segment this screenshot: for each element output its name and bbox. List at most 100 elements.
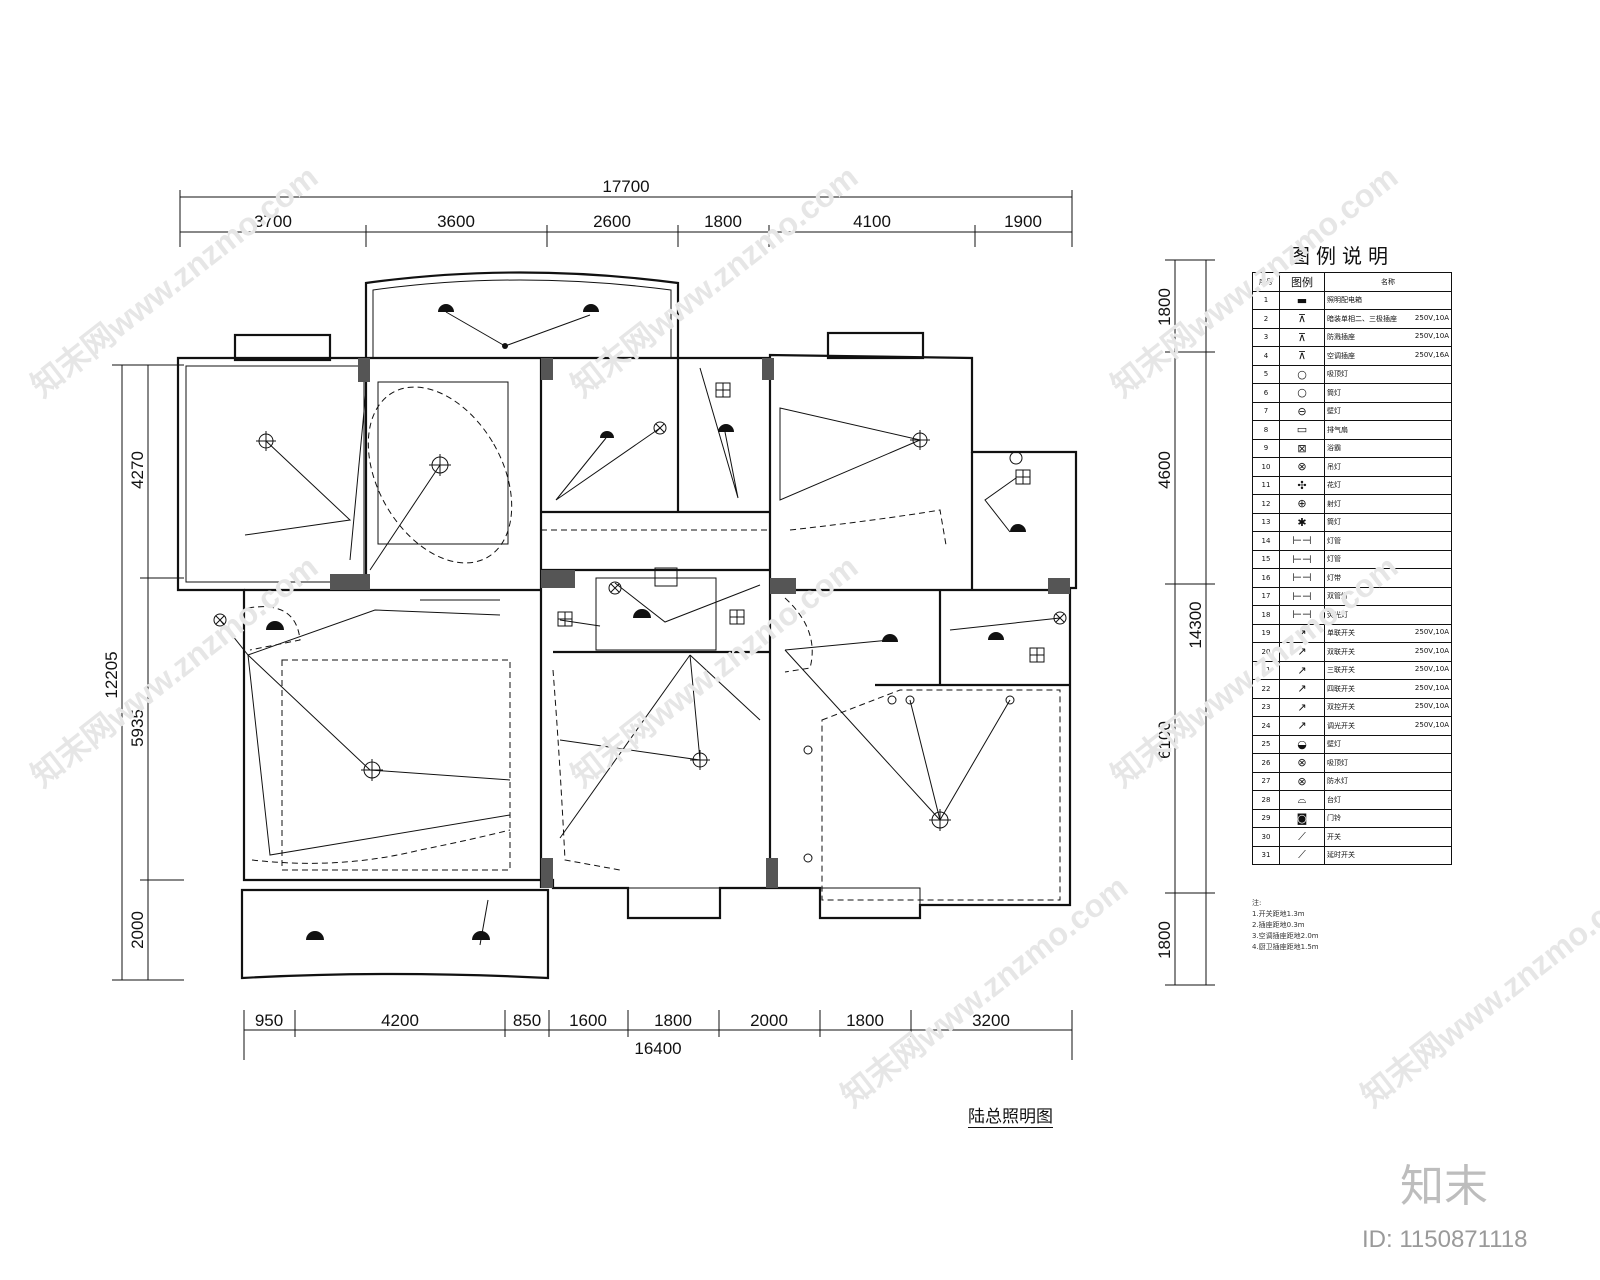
legend-row-name-text: 延时开关 [1327, 851, 1355, 860]
ceiling-outlines [247, 381, 1061, 901]
dim-right-seg-3: 6100 [1155, 721, 1174, 759]
legend-row-name-text: 吊灯 [1327, 462, 1341, 471]
downlight-icon [1005, 695, 1015, 705]
legend-row-num: 4 [1252, 346, 1280, 366]
pendant-lamp-icon [213, 613, 227, 627]
wall-lamp-icon [583, 304, 599, 312]
legend-note: 3.空调插座距地2.0m [1252, 932, 1319, 940]
dim-right-seg-1: 1800 [1155, 288, 1174, 326]
legend-row-symbol-icon: ⊼ [1279, 309, 1325, 329]
legend-row-spec: 250V,10A [1414, 646, 1449, 655]
legend-row-num: 23 [1252, 697, 1280, 717]
legend-row-name-text: 防水灯 [1327, 777, 1348, 786]
legend-row-symbol-icon: ⊖ [1279, 401, 1325, 421]
legend-row-symbol-icon: ⊼ [1279, 346, 1325, 366]
dim-top-seg-3: 2600 [593, 212, 631, 231]
legend-row-name-text: 灯管 [1327, 536, 1341, 545]
legend-row-num: 3 [1252, 327, 1280, 347]
legend-row-spec: 250V,10A [1414, 683, 1449, 692]
legend-row-num: 17 [1252, 586, 1280, 606]
dim-top-total: 17700 [602, 177, 649, 196]
legend-row-name-text: 调光开关 [1327, 721, 1355, 730]
legend-row-num: 31 [1252, 845, 1280, 865]
legend-row-symbol-icon: ⊠ [1279, 438, 1325, 458]
legend-row-symbol-icon: ⊕ [1279, 494, 1325, 514]
legend-row-name: 防水灯 [1324, 771, 1452, 791]
dim-top-seg-5: 4100 [853, 212, 891, 231]
pendant-lamp-icon [653, 421, 667, 435]
legend-row-num: 14 [1252, 531, 1280, 551]
wall-lamp-icon [718, 424, 734, 432]
legend-row-num: 16 [1252, 568, 1280, 588]
legend-row-name: 灯管 [1324, 531, 1452, 551]
legend-row-symbol-icon: ⊢⊣ [1279, 568, 1325, 588]
legend-row-name: 门铃 [1324, 808, 1452, 828]
legend-row-name-text: 双管灯 [1327, 592, 1348, 601]
legend-row-symbol-icon: ⊢⊣ [1279, 549, 1325, 569]
image-id-label: ID: 1150871118 [1362, 1226, 1528, 1253]
legend-row-name-text: 照明配电箱 [1327, 296, 1362, 305]
legend-row-name: 延时开关 [1324, 845, 1452, 865]
legend-row: 12⊕射灯 [1252, 494, 1452, 514]
legend-row: 28⌓台灯 [1252, 790, 1452, 810]
wall-lamp-icon [633, 609, 651, 618]
legend-row-name-text: 防溅插座 [1327, 333, 1355, 342]
dim-bottom-seg-6: 2000 [750, 1011, 788, 1030]
chandelier-icon [361, 759, 383, 781]
legend-row-num: 7 [1252, 401, 1280, 421]
wall-lamp-icon [306, 931, 324, 940]
legend-row-num: 6 [1252, 383, 1280, 403]
legend-row-symbol-icon: ▬ [1279, 290, 1325, 310]
legend-row-num: 5 [1252, 364, 1280, 384]
legend-row-symbol-icon: ◒ [1279, 734, 1325, 754]
legend-row: 8▭排气扇 [1252, 420, 1452, 440]
legend-header-row: 序号 图例 名称 [1252, 272, 1452, 292]
legend-row: 26⊗吸顶灯 [1252, 753, 1452, 773]
downlight-icon [803, 745, 813, 755]
drawing-title: 陆总照明图 [968, 1102, 1053, 1128]
legend-row-num: 25 [1252, 734, 1280, 754]
legend-row-symbol-icon: ↗ [1279, 697, 1325, 717]
dim-left-seg-3: 2000 [128, 911, 147, 949]
legend-row: 16⊢⊣灯带 [1252, 568, 1452, 588]
legend-row-symbol-icon: ○ [1279, 364, 1325, 384]
legend-row-name: 筒灯 [1324, 512, 1452, 532]
legend-note: 注: [1252, 899, 1262, 907]
legend-row-symbol-icon: ↗ [1279, 679, 1325, 699]
legend-row-name-text: 荧光灯 [1327, 610, 1348, 619]
legend-note: 4.厨卫插座距地1.5m [1252, 943, 1319, 951]
dim-bottom-seg-7: 1800 [846, 1011, 884, 1030]
wiring-lines [219, 311, 1061, 946]
pendant-lamp-icon [1009, 451, 1023, 465]
legend-row-name-text: 筒灯 [1327, 518, 1341, 527]
legend-row-num: 9 [1252, 438, 1280, 458]
legend-row: 11✣花灯 [1252, 475, 1452, 495]
legend-row: 31⟋延时开关 [1252, 845, 1452, 865]
dim-right-total: 14300 [1186, 601, 1205, 648]
wall-lamp-icon [988, 632, 1004, 640]
legend-row-num: 2 [1252, 309, 1280, 329]
legend-row-name-text: 吸顶灯 [1327, 758, 1348, 767]
legend-note: 2.插座距地0.3m [1252, 921, 1305, 929]
legend-row: 13✱筒灯 [1252, 512, 1452, 532]
pendant-lamp-icon [608, 581, 622, 595]
legend-row-spec: 250V,10A [1414, 332, 1449, 341]
legend-row-name-text: 空调插座 [1327, 351, 1355, 360]
legend-note: 1.开关距地1.3m [1252, 910, 1305, 918]
legend-row: 7⊖壁灯 [1252, 401, 1452, 421]
dim-bottom-seg-2: 4200 [381, 1011, 419, 1030]
wall-lamp-icon [472, 931, 490, 940]
legend-row-name: 防溅插座 250V,10A [1324, 327, 1452, 347]
